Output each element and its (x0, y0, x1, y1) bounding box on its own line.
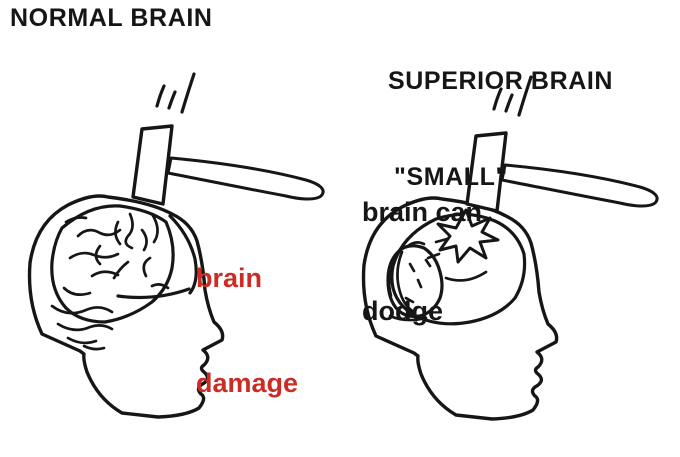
small-brain-icon (386, 241, 444, 322)
swing-motion-lines (155, 72, 196, 114)
superior-head-drawing (361, 75, 659, 421)
skull-cavity-wall (390, 212, 527, 326)
brain-can-dodge-caption-line2: dodge (362, 296, 443, 326)
right-panel-title-line1: SUPERIOR BRAIN (388, 67, 614, 95)
right-panel-title-line2: "SMALL" (394, 163, 509, 191)
impact-starburst-icon (436, 208, 500, 264)
brain-damage-caption-line2: damage (196, 368, 299, 398)
normal-head-drawing (27, 72, 325, 419)
right-panel-title: SUPERIOR BRAIN "SMALL" (388, 1, 613, 257)
left-panel-title: NORMAL BRAIN (10, 4, 213, 32)
head-outline (27, 194, 225, 419)
brain-can-dodge-caption-line1: brain can (362, 197, 483, 227)
brain-damage-caption: brain damage (196, 191, 298, 457)
large-brain-icon (50, 204, 175, 351)
brain-damage-caption-line1: brain (196, 263, 263, 293)
skull-inner-wall (116, 214, 198, 300)
brain-can-dodge-caption: brain can dodge (362, 130, 482, 394)
